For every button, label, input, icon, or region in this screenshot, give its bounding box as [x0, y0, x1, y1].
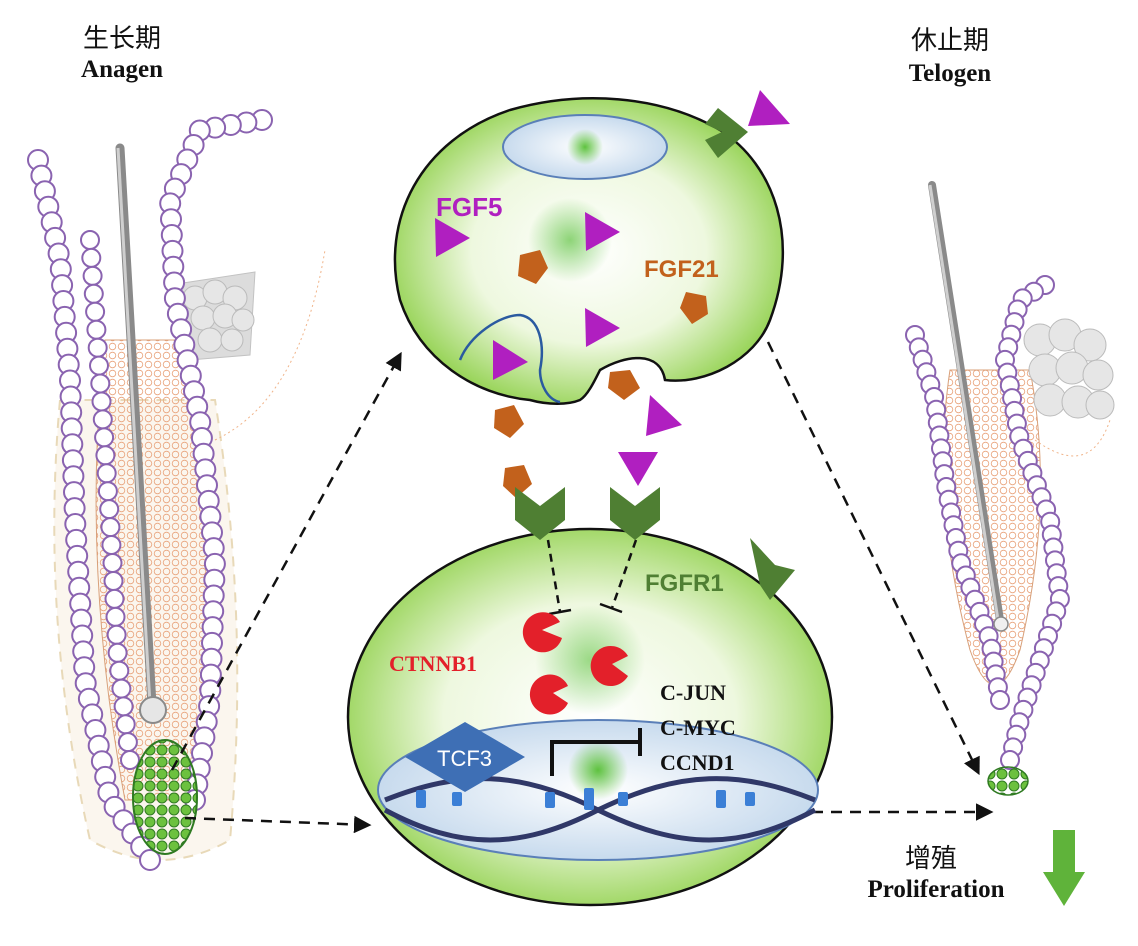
telogen-label-zh: 休止期 [910, 26, 989, 56]
target-gene-2: C-MYC [660, 715, 736, 740]
tcf3-label: TCF3 [437, 746, 492, 771]
follicle-cell-bead [109, 660, 130, 681]
follicle-cell-bead [117, 732, 138, 753]
fgf21-ligands [494, 250, 708, 498]
follicle-cell-bead [115, 714, 136, 735]
follicle-cell-bead [97, 481, 118, 502]
follicle-cell-bead [91, 391, 112, 412]
receptor-icon [750, 538, 795, 600]
follicle-cell-bead [85, 301, 106, 322]
target-cell [346, 527, 834, 907]
secreting-cell [393, 97, 785, 405]
fgf5-label: FGF5 [436, 192, 502, 222]
ctnnb1-proteins [522, 612, 628, 715]
anagen-label-zh: 生长期 [82, 24, 161, 54]
fgf5-ligands [435, 90, 790, 486]
follicle-cell-bead [83, 283, 104, 304]
telogen-label-en: Telogen [908, 60, 992, 87]
arrow-to-secreting-cell [170, 351, 402, 771]
follicle-cell-bead [111, 678, 132, 699]
follicle-cell-bead [100, 517, 121, 538]
follicle-cell-bead [81, 247, 102, 268]
downward-arrow-icon [1043, 830, 1085, 906]
follicle-cell-bead [113, 696, 134, 717]
anagen-label-en: Anagen [81, 56, 163, 83]
follicle-cell-bead [106, 624, 127, 645]
arrow-to-target-cell [184, 815, 372, 834]
follicle-cell-bead [101, 535, 122, 555]
follicle-cell-bead [89, 355, 109, 376]
follicle-cell-bead [102, 553, 123, 573]
pacman-icon [590, 646, 628, 686]
follicle-cell-bead [82, 265, 103, 286]
pacman-icon [522, 612, 562, 653]
receptor-icon [705, 108, 748, 158]
follicle-cell-bead [105, 606, 126, 627]
follicle-cell-bead [1000, 750, 1020, 770]
receptor-icon [610, 487, 660, 540]
follicle-cell-bead [94, 427, 115, 448]
follicle-cell-bead [120, 750, 140, 770]
arrow-to-telogen [766, 341, 980, 776]
proliferation-label-zh: 增殖 [904, 844, 957, 874]
follicle-cell-bead [86, 319, 107, 340]
follicle-cell-bead [107, 642, 128, 663]
follicle-cell-bead [104, 588, 125, 609]
follicle-cell-bead [90, 373, 111, 394]
follicle-cell-bead [99, 499, 120, 520]
follicle-cell-bead [95, 445, 116, 466]
flow-arrows [170, 341, 994, 834]
target-gene-3: CCND1 [660, 750, 735, 775]
fgf21-label: FGF21 [644, 256, 719, 283]
follicle-cell-bead [80, 230, 100, 250]
anagen-follicle [27, 109, 326, 871]
follicle-cell-bead [990, 690, 1010, 710]
receptor-icon [515, 487, 565, 540]
follicle-cell-bead [96, 463, 117, 484]
follicle-cell-bead [139, 849, 161, 871]
follicle-cell-bead [87, 337, 108, 358]
fgfr1-receptors [515, 108, 795, 600]
telogen-follicle [905, 181, 1115, 796]
ctnnb1-label: CTNNB1 [389, 651, 477, 676]
proliferation-label-en: Proliferation [867, 876, 1005, 903]
follicle-cell-bead [103, 571, 124, 591]
fgfr1-label: FGFR1 [645, 570, 724, 597]
inhibition-lines [546, 539, 638, 616]
follicle-cell-bead [92, 409, 113, 430]
target-gene-1: C-JUN [660, 680, 726, 705]
pacman-icon [529, 674, 568, 715]
